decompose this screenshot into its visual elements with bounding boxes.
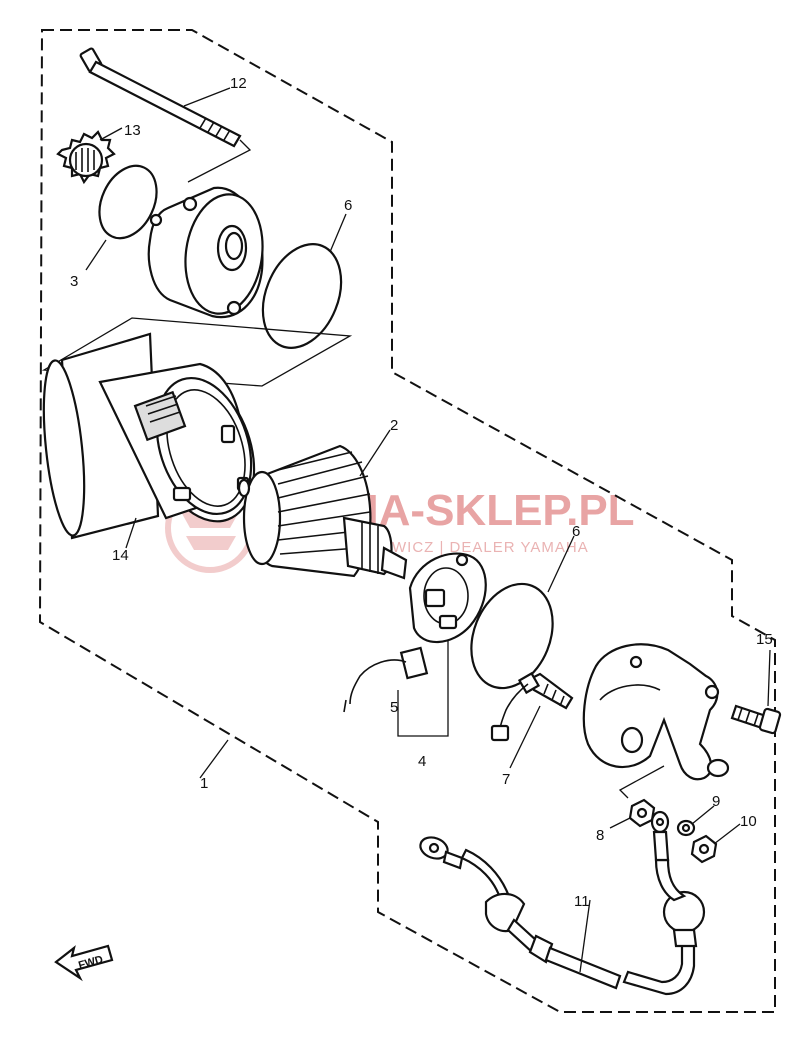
part-rear-cover: [582, 643, 730, 781]
watermark-subtext: WICZ | DEALER YAMAHA: [392, 539, 589, 556]
callout-6-top: 6: [344, 197, 352, 214]
callout-15: 15: [756, 631, 773, 648]
callout-8: 8: [596, 827, 604, 844]
callout-labels: 12 13 3 6 2 14 6 5 4 1 7 8 9 10 11 15: [70, 75, 773, 910]
fwd-arrow-icon: FWD: [54, 944, 114, 982]
callout-1: 1: [200, 775, 208, 792]
callout-11: 11: [574, 893, 590, 910]
callout-10: 10: [740, 813, 757, 830]
bracket-brush-set: [397, 640, 449, 737]
callout-6-bottom: 6: [572, 523, 580, 540]
watermark-text: MA-SKLEP.PL: [342, 486, 635, 535]
part-o-ring-large-bottom: [470, 582, 554, 690]
callout-4: 4: [418, 753, 426, 770]
callout-12: 12: [230, 75, 247, 92]
bracket-hardware: [618, 765, 665, 799]
part-pinion-gear: [56, 130, 116, 185]
part-armature: [237, 444, 408, 580]
callout-14: 14: [112, 547, 129, 564]
part-brush: [343, 646, 429, 713]
callout-9: 9: [712, 793, 720, 810]
part-bolt-with-brush-lead: [490, 671, 574, 742]
callout-3: 3: [70, 273, 78, 290]
leader-lines: [85, 87, 771, 973]
part-front-cover: [147, 186, 264, 319]
part-bolt-rear: [730, 704, 782, 735]
callout-7: 7: [502, 771, 510, 788]
callout-5: 5: [390, 699, 398, 716]
part-starter-cable: [419, 810, 706, 996]
part-yoke: [42, 332, 256, 540]
part-o-ring-small: [98, 164, 158, 240]
watermark: MA-SKLEP.PL WICZ | DEALER YAMAHA: [165, 483, 635, 573]
callout-2: 2: [390, 417, 398, 434]
callout-13: 13: [124, 122, 141, 139]
part-o-ring-large-top: [261, 243, 343, 349]
assembly-outline: [38, 29, 776, 1013]
part-through-bolt: [79, 47, 252, 183]
part-brush-holder: [408, 552, 487, 644]
